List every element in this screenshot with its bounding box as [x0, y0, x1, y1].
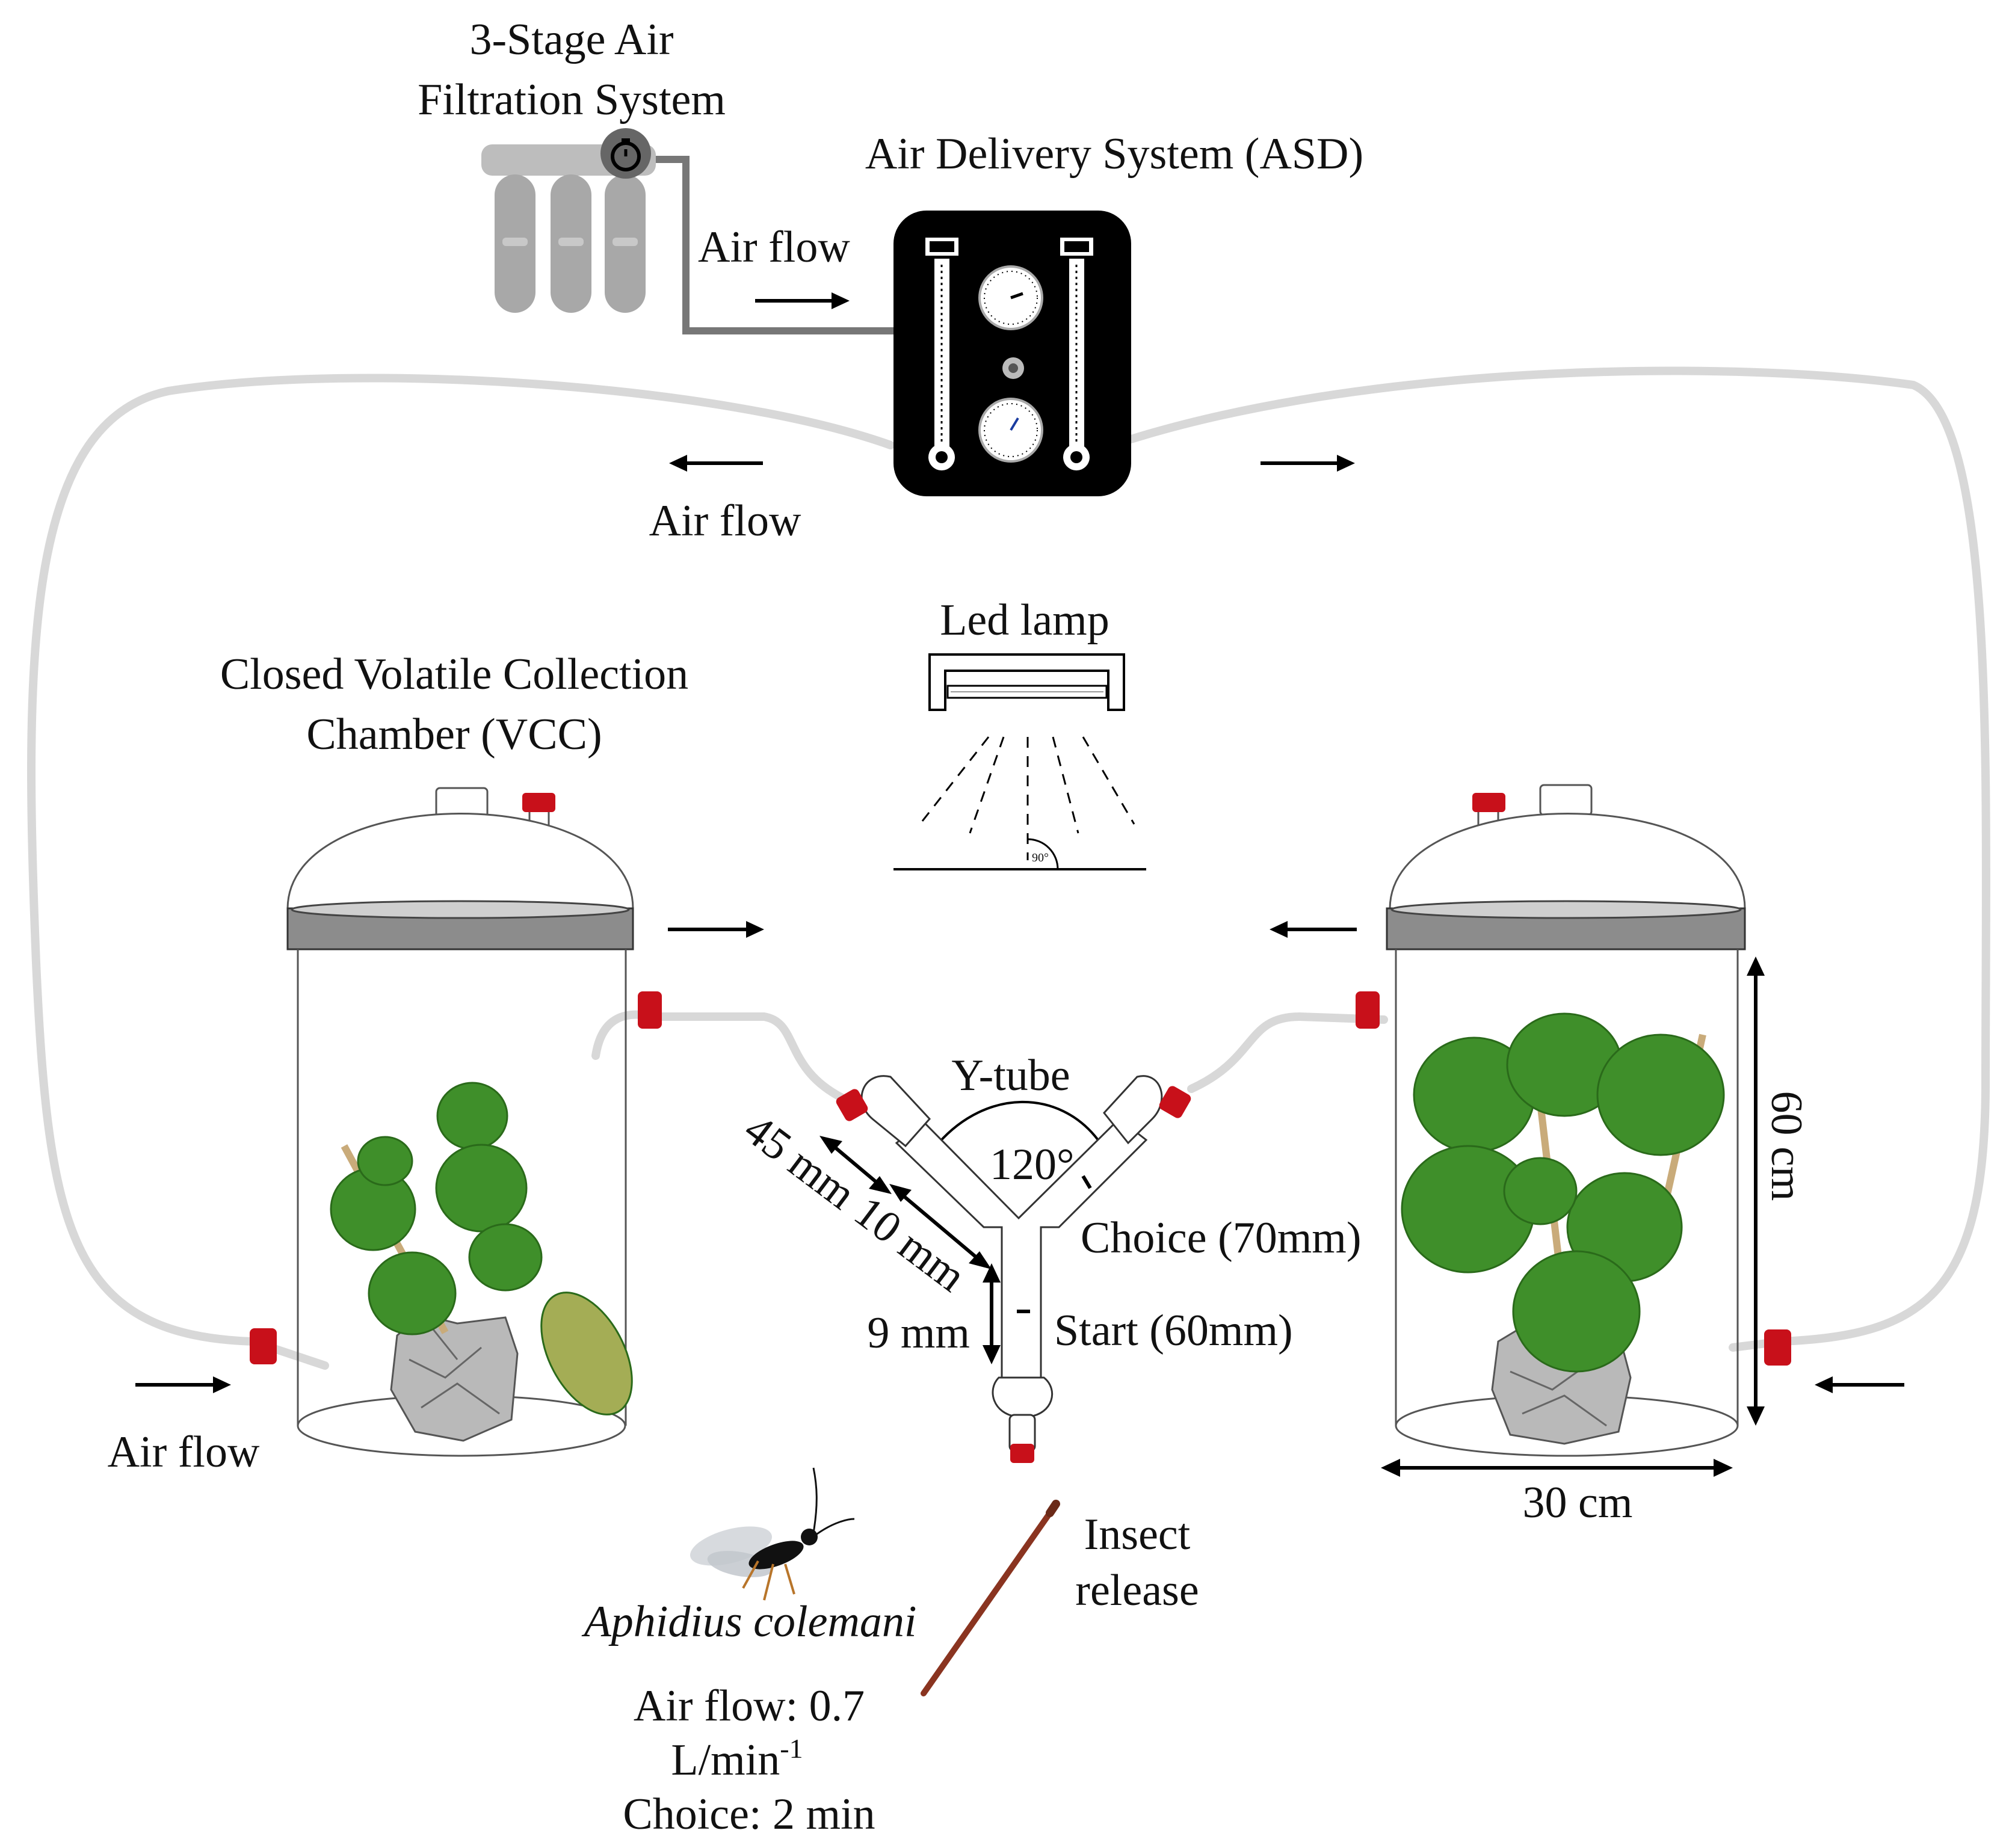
vcc-label-line1: Closed Volatile Collection [220, 650, 688, 699]
ytube-glass [860, 1075, 1163, 1452]
arrow-left-mid [669, 455, 763, 472]
pressure-gauge-top [978, 265, 1043, 330]
width-dimension [1381, 1459, 1733, 1477]
params-line3: Choice: 2 min [623, 1790, 875, 1839]
angle-90-label: 90° [1032, 851, 1049, 864]
plant-right [1401, 1012, 1725, 1373]
paintbrush-icon [921, 1500, 1060, 1696]
width-label: 30 cm [1523, 1478, 1633, 1527]
air-filtration-system [481, 128, 896, 334]
arrow-left-chamber-out [668, 921, 764, 938]
ytube-bottom-cap [1010, 1444, 1034, 1463]
light-beams [916, 736, 1135, 860]
wasp-icon [690, 1467, 855, 1601]
start-label: Start (60mm) [1054, 1306, 1293, 1355]
air-delivery-system-panel [893, 211, 1131, 496]
height-dimension [1747, 956, 1765, 1426]
params-line1: Air flow: 0.7 [634, 1681, 865, 1731]
params-line2-base: L/min [671, 1736, 780, 1785]
arrow-into-left-chamber [135, 1376, 231, 1393]
vcc-label-line2: Chamber (VCC) [306, 710, 602, 759]
center-knob [1002, 357, 1024, 379]
led-lamp-label: Led lamp [940, 596, 1109, 645]
filtration-label-line1: 3-Stage Air [469, 15, 673, 64]
dimension-9mm [983, 1263, 1001, 1364]
plant-left [330, 1082, 633, 1415]
dimension-45mm [819, 1136, 892, 1194]
ytube-label: Y-tube [951, 1051, 1070, 1100]
stopwatch-icon [600, 128, 651, 179]
dimension-10mm [889, 1184, 992, 1269]
dimension-10-label: 10 mm [845, 1187, 975, 1301]
angle-90-arc [1027, 838, 1059, 870]
flowmeter-left [925, 238, 958, 470]
dimension-9-label: 9 mm [867, 1308, 970, 1358]
angle-120-arc [937, 1100, 1099, 1144]
species-label: Aphidius colemani [581, 1597, 917, 1646]
choice-label: Choice (70mm) [1081, 1213, 1362, 1263]
filtration-label-line2: Filtration System [418, 75, 726, 125]
asd-label: Air Delivery System (ASD) [865, 129, 1363, 179]
air-tubing-loop [27, 366, 1990, 1370]
ytube-right-cap [1159, 1086, 1191, 1118]
air-flow-label-mid: Air flow [649, 496, 801, 546]
flowmeter-right [1060, 238, 1093, 470]
dimension-45-label: 45 mm [735, 1104, 865, 1219]
led-lamp [928, 653, 1125, 711]
params-line2-sup: -1 [780, 1733, 803, 1764]
ytube-left-cap [836, 1089, 868, 1121]
params-line2: L/min-1 [671, 1733, 803, 1785]
arrow-right-chamber-out [1270, 921, 1357, 938]
insect-release-line1: Insect [1084, 1510, 1191, 1559]
arrow-right-mid [1261, 455, 1355, 472]
left-chamber [250, 787, 662, 1457]
right-chamber [1356, 784, 1791, 1457]
pressure-gauge-bottom [978, 398, 1043, 463]
insect-release-line2: release [1075, 1566, 1199, 1615]
air-flow-label-top: Air flow [698, 223, 850, 272]
height-label: 60 cm [1762, 1091, 1811, 1201]
arrow-right-top [755, 292, 850, 309]
air-flow-label-bottom-left: Air flow [108, 1428, 260, 1477]
arrow-into-right-chamber [1815, 1376, 1904, 1393]
choice-mark [1081, 1175, 1092, 1189]
